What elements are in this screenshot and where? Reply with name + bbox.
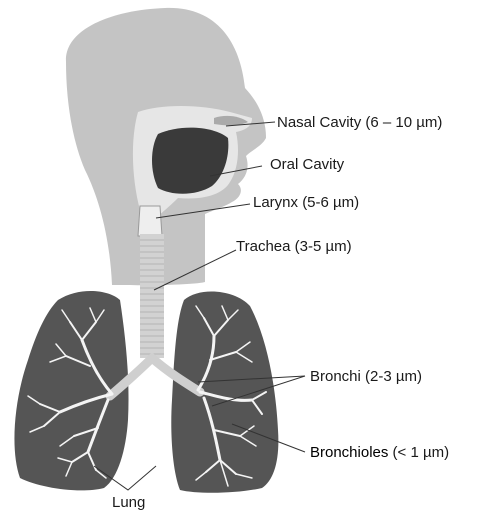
bronchioles-name: Bronchioles: [310, 444, 388, 461]
larynx-shape: [138, 206, 162, 236]
label-oral-cavity: Oral Cavity: [270, 156, 344, 173]
right-lung: [171, 291, 278, 492]
label-nasal-cavity: Nasal Cavity (6 – 10 µm): [277, 114, 442, 131]
label-larynx: Larynx (5-6 µm): [253, 194, 359, 211]
label-bronchi: Bronchi (2-3 µm): [310, 368, 422, 385]
bronchioles-size: (< 1 µm): [388, 444, 449, 461]
trachea-shape: [140, 234, 164, 358]
label-trachea: Trachea (3-5 µm): [236, 238, 352, 255]
label-bronchioles: Bronchioles (< 1 µm): [310, 444, 449, 461]
label-lung: Lung: [112, 494, 145, 511]
